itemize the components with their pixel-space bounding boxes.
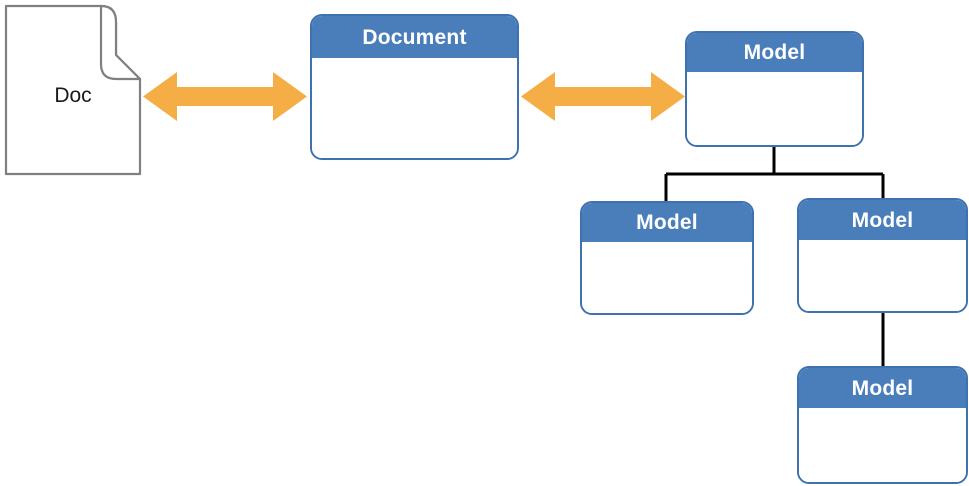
doc-label: Doc: [54, 84, 92, 107]
arrow-doc-to-document[interactable]: [141, 68, 309, 125]
node-document-body: [312, 58, 517, 158]
node-model-grandchild[interactable]: Model: [797, 366, 968, 484]
node-model-root-header: Model: [687, 33, 862, 72]
node-model-child-left-title: Model: [636, 211, 698, 234]
node-model-child-right-header: Model: [799, 200, 966, 240]
node-model-root-body: [687, 72, 862, 145]
node-model-root[interactable]: Model: [685, 31, 864, 147]
arrow-document-to-model[interactable]: [519, 68, 687, 125]
node-model-grandchild-title: Model: [851, 376, 914, 400]
arrow-double-headed-shape: [521, 72, 685, 121]
node-model-child-right-body: [799, 240, 966, 311]
node-model-root-title: Model: [743, 41, 806, 64]
node-model-child-left-body: [582, 242, 752, 313]
node-document-title: Document: [362, 25, 467, 49]
doc-fold-corner: [99, 4, 142, 81]
node-model-child-left[interactable]: Model: [580, 201, 754, 315]
node-document[interactable]: Document: [310, 14, 519, 160]
node-model-grandchild-header: Model: [799, 368, 966, 408]
node-model-child-left-header: Model: [582, 203, 752, 242]
arrow-double-headed-shape: [143, 72, 307, 121]
node-model-grandchild-body: [799, 408, 966, 482]
node-model-child-right[interactable]: Model: [797, 198, 968, 313]
node-model-child-right-title: Model: [851, 208, 914, 232]
doc-page-shape[interactable]: [0, 0, 150, 185]
node-document-header: Document: [312, 16, 517, 58]
